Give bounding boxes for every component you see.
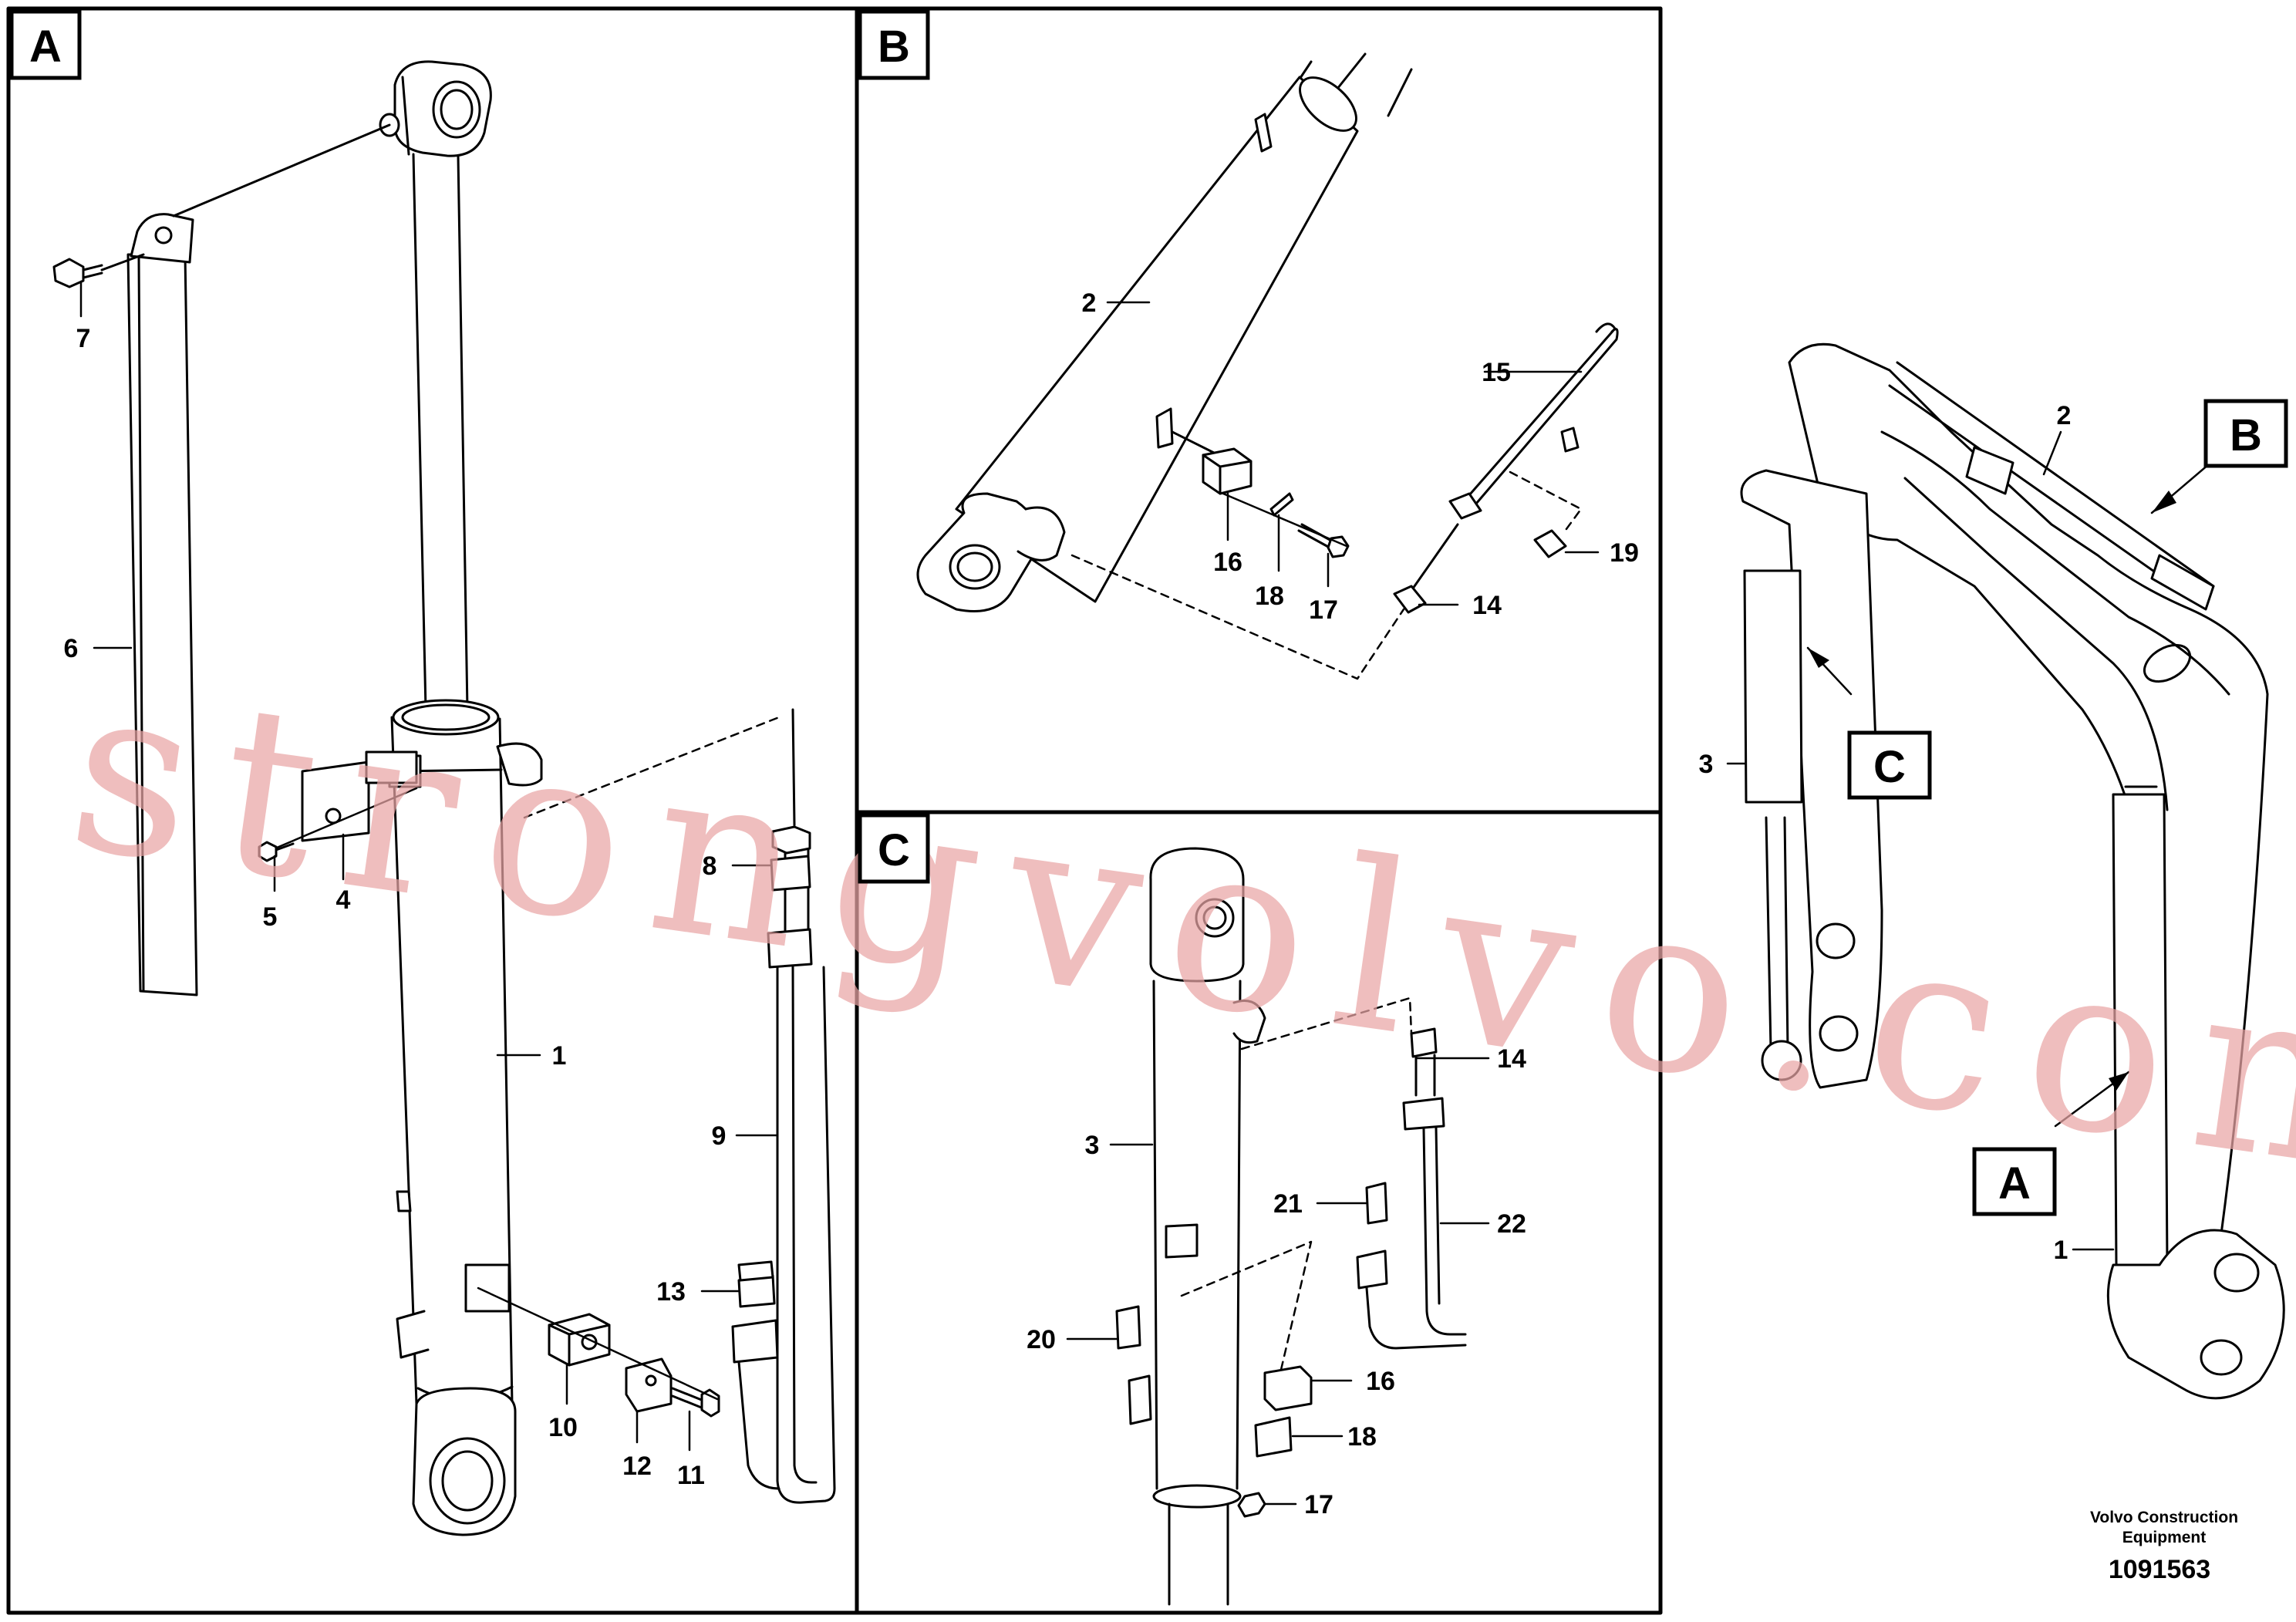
callout-b-19: 19 xyxy=(1610,538,1639,568)
bolt-17-c xyxy=(1237,1492,1266,1518)
panel-label-b-box: B xyxy=(858,9,930,80)
overview-label-b-box: B xyxy=(2203,399,2288,468)
overview-label-a-box: A xyxy=(1972,1147,2057,1216)
callout-overview-2: 2 xyxy=(2057,401,2072,430)
excavator-boom-overview xyxy=(1740,342,2285,1400)
panel-c-drawing xyxy=(1115,847,1467,1606)
guard-plate xyxy=(126,213,198,996)
title-block: Volvo Construction Equipment 1091563 xyxy=(2090,1509,2238,1584)
callout-a-7: 7 xyxy=(76,324,91,353)
callout-a-13: 13 xyxy=(656,1277,686,1307)
clamp-16-b xyxy=(1202,447,1253,495)
company-name: Volvo Construction xyxy=(2090,1509,2238,1526)
callout-overview-1: 1 xyxy=(2054,1236,2068,1265)
rod-eye-top xyxy=(379,60,492,157)
panel-c-frame xyxy=(855,810,1663,1615)
company-name-line2: Equipment xyxy=(2122,1529,2207,1546)
panel-b-drawing xyxy=(916,52,1619,680)
callout-c-18: 18 xyxy=(1347,1422,1377,1452)
callout-b-2: 2 xyxy=(1082,288,1097,318)
bucket-cylinder xyxy=(1128,847,1266,1606)
callout-a-12: 12 xyxy=(622,1452,652,1481)
cap-19 xyxy=(1533,529,1567,558)
bolt-11 xyxy=(671,1387,720,1418)
bracket-4 xyxy=(301,750,418,842)
fitting-21 xyxy=(1365,1182,1388,1225)
callout-a-1: 1 xyxy=(552,1041,567,1071)
callout-a-9: 9 xyxy=(712,1121,727,1151)
cylinder-eye-bottom xyxy=(412,1387,517,1536)
callout-b-16: 16 xyxy=(1213,548,1242,577)
panel-label-a-box: A xyxy=(9,9,82,80)
pipe-22 xyxy=(1356,1027,1467,1350)
plate-18-c xyxy=(1254,1416,1293,1458)
callout-b-14: 14 xyxy=(1472,591,1502,620)
panel-a-drawing xyxy=(52,60,836,1536)
callout-c-17: 17 xyxy=(1304,1490,1333,1519)
callout-c-3: 3 xyxy=(1085,1131,1100,1160)
callout-a-8: 8 xyxy=(703,851,717,881)
clamp-16-c xyxy=(1263,1365,1313,1411)
callout-c-21: 21 xyxy=(1273,1189,1303,1219)
pipe-15 xyxy=(1402,322,1619,603)
callout-a-10: 10 xyxy=(548,1413,578,1442)
clamp-10 xyxy=(548,1313,611,1367)
fitting-14-b xyxy=(1393,585,1427,614)
panel-label-a: A xyxy=(29,22,62,72)
overview-label-c-box: C xyxy=(1847,730,1932,800)
callout-overview-3: 3 xyxy=(1699,750,1714,779)
callout-c-22: 22 xyxy=(1497,1209,1526,1239)
hose-9 xyxy=(731,708,836,1504)
callout-a-11: 11 xyxy=(677,1461,705,1490)
drawing-number: 1091563 xyxy=(2109,1555,2210,1584)
callout-b-17: 17 xyxy=(1309,595,1338,625)
screw-5 xyxy=(258,841,295,862)
overview-label-a: A xyxy=(1998,1158,2031,1209)
callout-c-14: 14 xyxy=(1497,1044,1526,1074)
leader-arrows xyxy=(1808,491,2176,1091)
plate-18-b xyxy=(1269,492,1294,517)
callout-a-5: 5 xyxy=(263,902,278,932)
callout-c-16: 16 xyxy=(1366,1367,1395,1396)
panel-label-c: C xyxy=(878,825,910,875)
piston-rod xyxy=(412,153,469,711)
panel-label-c-box: C xyxy=(858,813,930,884)
arm-cylinder-eye xyxy=(916,492,1066,612)
callout-a-6: 6 xyxy=(64,634,79,663)
panel-label-b: B xyxy=(878,22,910,72)
callout-b-18: 18 xyxy=(1255,582,1284,611)
watermark-text: strongvolvo.com xyxy=(56,632,2296,1232)
overview-label-c: C xyxy=(1873,742,1906,792)
callout-a-4: 4 xyxy=(336,885,351,915)
bolt-7 xyxy=(52,258,103,288)
callout-b-15: 15 xyxy=(1482,358,1511,387)
overview-label-b: B xyxy=(2230,410,2262,460)
callout-c-20: 20 xyxy=(1027,1325,1056,1354)
fitting-20 xyxy=(1115,1305,1141,1350)
